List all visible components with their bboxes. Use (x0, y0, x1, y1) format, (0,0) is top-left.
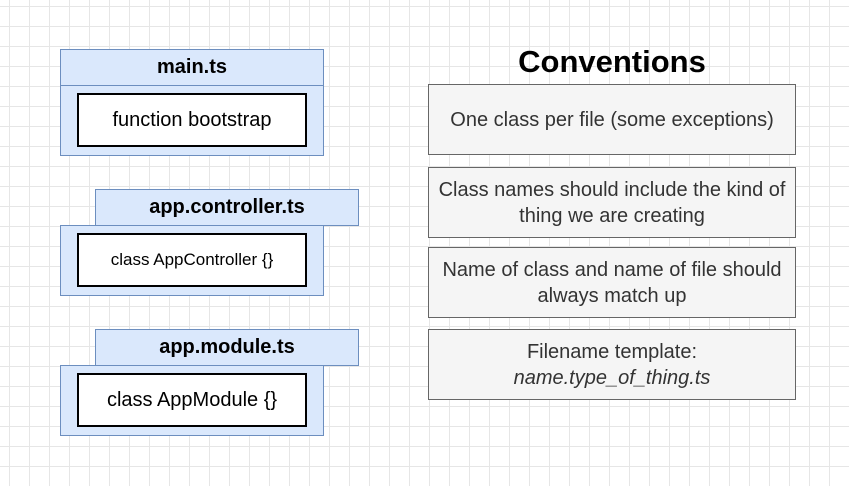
app-module-ts-header: app.module.ts (95, 329, 359, 366)
convention-filename-template: Filename template: name.type_of_thing.ts (428, 329, 796, 400)
convention-name-match: Name of class and name of file should al… (428, 247, 796, 318)
app-module-class-box: class AppModule {} (77, 373, 307, 427)
convention-one-class-per-file: One class per file (some exceptions) (428, 84, 796, 155)
bootstrap-function-box: function bootstrap (77, 93, 307, 147)
filename-template-example: name.type_of_thing.ts (513, 366, 711, 389)
main-ts-header: main.ts (60, 49, 324, 86)
app-controller-ts-header: app.controller.ts (95, 189, 359, 226)
convention-text: Name of class and name of file should al… (442, 258, 782, 307)
convention-text: One class per file (some exceptions) (450, 108, 774, 131)
convention-class-names: Class names should include the kind of t… (428, 167, 796, 238)
convention-text: Filename template: (526, 340, 698, 363)
conventions-title: Conventions (518, 44, 706, 79)
app-controller-class-box: class AppController {} (77, 233, 307, 287)
convention-text: Class names should include the kind of t… (438, 178, 786, 227)
